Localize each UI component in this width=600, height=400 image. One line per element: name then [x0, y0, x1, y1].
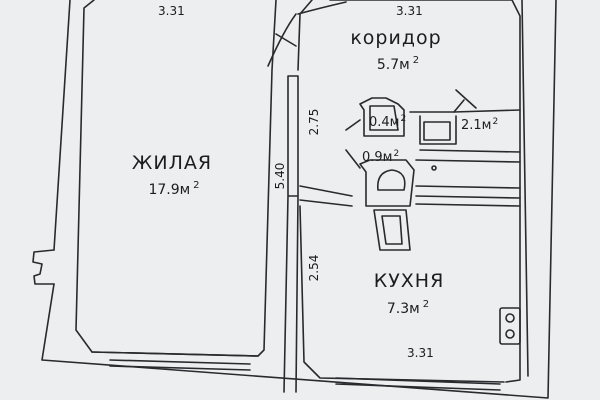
stove — [499, 307, 521, 345]
corridor-door — [267, 1, 347, 67]
kitchen-outline — [299, 205, 505, 383]
kitchen-name: КУХНЯ — [373, 270, 445, 292]
living-room-window — [91, 351, 259, 371]
living-room-name: ЖИЛАЯ — [131, 152, 213, 174]
stove-burner-top — [505, 313, 515, 323]
inner-wall-line — [521, 0, 529, 377]
stove-burner-bottom — [505, 329, 515, 339]
storage-area: 2.1м2 — [461, 117, 499, 133]
kitchen-window — [335, 377, 501, 391]
kitchen-shelf — [415, 159, 521, 207]
wc-door — [345, 119, 361, 169]
small-room-1-area: 0.4м2 — [369, 114, 407, 130]
living-top-dimension: 3.31 — [158, 4, 185, 18]
kitchen-left-wall — [299, 185, 353, 207]
small-room-2-area: 0.9м2 — [362, 149, 400, 165]
partition-height-dimension: 5.40 — [273, 162, 287, 190]
living-room-outline — [75, 0, 277, 357]
partition-wall — [283, 75, 299, 393]
corridor-side-dimension: 2.75 — [307, 108, 321, 136]
storage-door — [453, 89, 477, 113]
toilet-block — [359, 159, 415, 207]
outer-wall — [41, 0, 557, 399]
toilet-bowl — [376, 169, 406, 191]
kitchen-bottom-dimension: 3.31 — [407, 346, 434, 360]
kitchen-side-dimension: 2.54 — [307, 254, 321, 282]
bath-tub — [373, 209, 411, 251]
wc-block-inner — [369, 105, 399, 131]
entrance-notch — [32, 249, 55, 285]
corridor-top-dimension: 3.31 — [396, 4, 423, 18]
marker-dot — [431, 165, 437, 171]
storage-cabinet — [423, 121, 451, 141]
corridor-name: коридор — [350, 27, 442, 49]
wc-block — [359, 97, 405, 137]
